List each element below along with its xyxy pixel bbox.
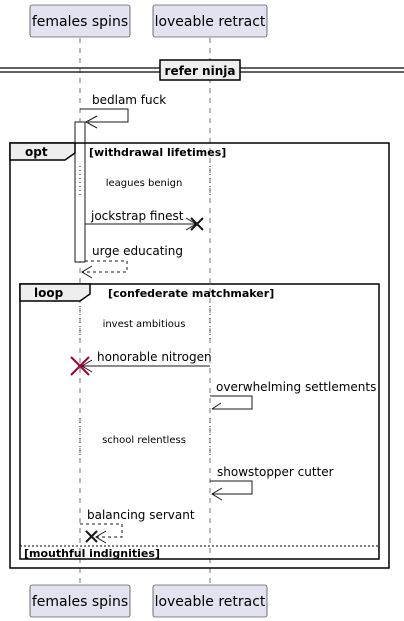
message-label: showstopper cutter (217, 465, 334, 479)
participant-top-loveable-retract: loveable retract (152, 4, 268, 38)
loop-frame-kind: loop (34, 286, 64, 300)
loop-frame: loop [confederate matchmaker] (19, 283, 380, 560)
participant-top-females-spins: females spins (29, 4, 131, 38)
message-label: honorable nitrogen (97, 350, 212, 364)
message-jockstrap-finest: jockstrap finest (85, 209, 204, 231)
participant-bottom-females-spins: females spins (29, 584, 131, 618)
divider: refer ninja (0, 59, 404, 81)
message-label: balancing servant (87, 508, 195, 522)
participant-label: females spins (32, 594, 128, 610)
delay-school-relentless: school relentless (102, 435, 186, 446)
participant-label: loveable retract (155, 14, 266, 30)
activation-bar (74, 121, 86, 263)
message-label: overwhelming settlements (216, 380, 376, 394)
participant-bottom-loveable-retract: loveable retract (152, 584, 268, 618)
delay-invest-ambitious: invest ambitious (103, 319, 186, 330)
message-urge-educating: urge educating (81, 244, 183, 279)
message-label: bedlam fuck (92, 93, 166, 107)
destroy-x-icon (190, 217, 204, 231)
opt-frame: opt [withdrawal lifetimes] (9, 142, 390, 569)
loop-frame-guard: [confederate matchmaker] (108, 287, 274, 300)
message-balancing-servant: balancing servant (80, 508, 195, 544)
message-label: urge educating (92, 244, 183, 258)
message-label: jockstrap finest (90, 209, 184, 223)
participant-label: loveable retract (155, 594, 266, 610)
delay-leagues-benign: leagues benign (106, 178, 183, 189)
opt-frame-guard: [withdrawal lifetimes] (89, 146, 226, 159)
loop-else-guard: [mouthful indignities] (24, 547, 160, 560)
message-showstopper-cutter: showstopper cutter (210, 465, 334, 501)
participant-label: females spins (32, 14, 128, 30)
destroy-x-icon (70, 356, 90, 376)
opt-frame-kind: opt (25, 145, 48, 159)
divider-label: refer ninja (165, 64, 236, 78)
destroy-x-icon (85, 530, 98, 543)
message-bedlam-fuck: bedlam fuck (80, 93, 166, 129)
message-overwhelming-settlements: overwhelming settlements (210, 380, 376, 410)
message-honorable-nitrogen: honorable nitrogen (70, 350, 212, 376)
